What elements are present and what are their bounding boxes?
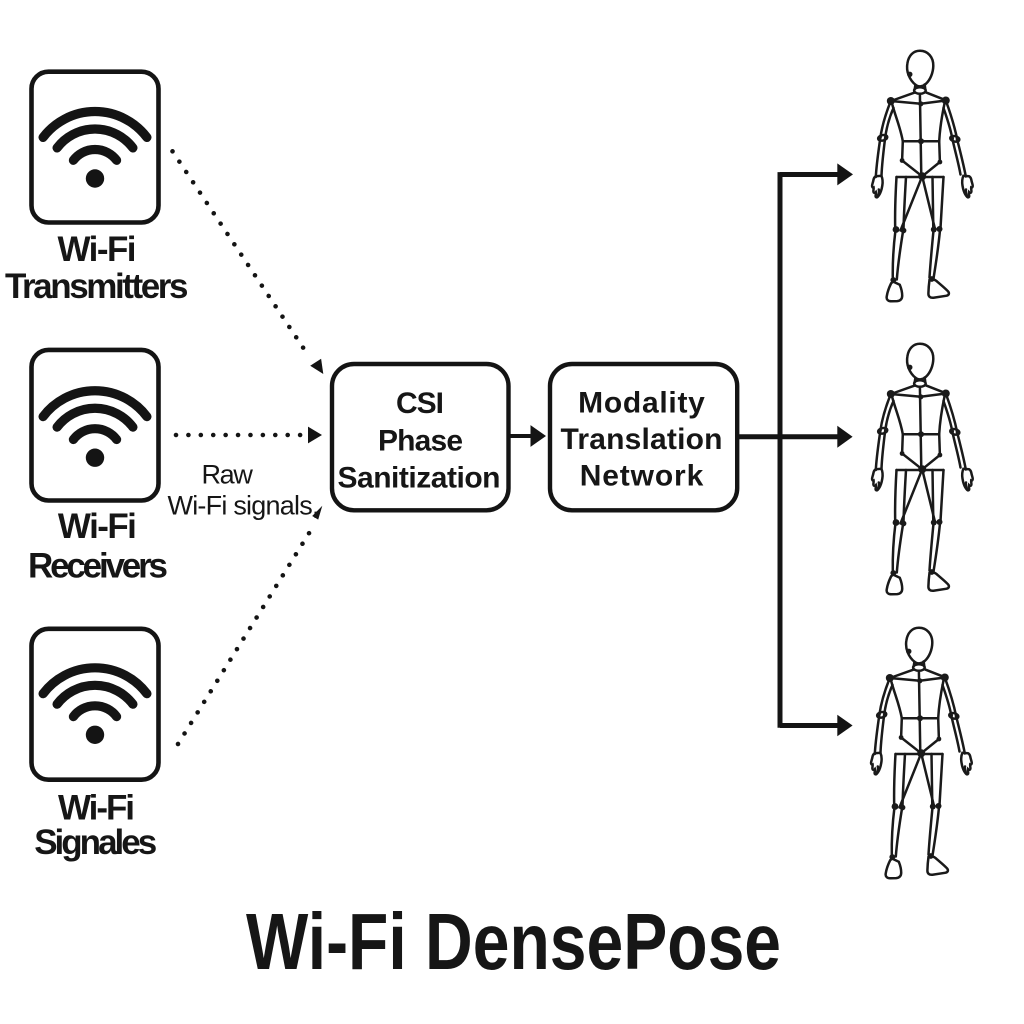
svg-text:Network: Network [580,459,704,492]
svg-text:Transmitters: Transmitters [5,267,189,306]
svg-text:Wi-Fi: Wi-Fi [58,507,137,546]
svg-text:Modality: Modality [578,386,705,419]
svg-text:Translation: Translation [561,423,723,456]
svg-text:Wi-Fi: Wi-Fi [58,789,135,828]
svg-text:Wi-Fi DensePose: Wi-Fi DensePose [246,897,781,986]
svg-text:Phase: Phase [378,425,463,458]
svg-text:Receivers: Receivers [28,547,168,586]
svg-text:Signales: Signales [34,823,157,862]
svg-text:Wi-Fi signals,: Wi-Fi signals, [168,490,320,520]
svg-text:Raw: Raw [202,460,254,490]
svg-text:CSI: CSI [396,387,444,420]
svg-text:Wi-Fi: Wi-Fi [58,230,137,269]
svg-text:Sanitization: Sanitization [338,462,501,495]
